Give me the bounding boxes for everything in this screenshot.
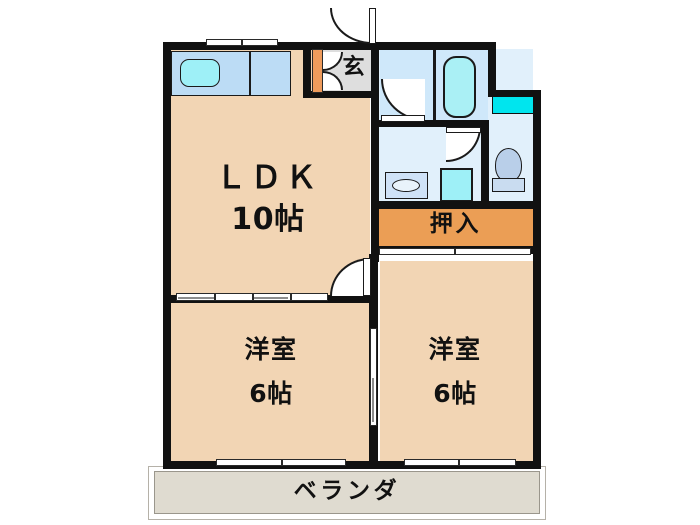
sliding-door-mullion-c [290, 293, 292, 301]
bathroom-door-leaf[interactable] [381, 115, 425, 122]
entry-door-leaf[interactable] [369, 8, 376, 44]
washing-machine-icon [440, 168, 473, 202]
bedroom-door-track [372, 378, 374, 422]
ldk-corridor-door-leaf[interactable] [363, 258, 371, 296]
closet-door-mullion [454, 248, 456, 255]
closet-fill [378, 206, 533, 248]
ldk-label: ＬＤＫ [215, 160, 321, 196]
window-bedroom-left-mullion [281, 459, 283, 466]
closet-label: 押入 [429, 211, 482, 237]
entrance-step [312, 49, 323, 93]
corridor-door-leaf[interactable] [446, 127, 481, 133]
wall-corridor-bottom [371, 201, 541, 209]
wall-toilet-top [488, 90, 540, 97]
bathtub-icon [443, 56, 476, 118]
veranda-label: ベランダ [293, 478, 401, 504]
kitchen-window-mullion [241, 39, 243, 46]
sink-icon [180, 59, 220, 87]
wall-bath-bottom [371, 120, 488, 127]
bedroom-right-label: 洋室 [428, 335, 482, 364]
bath-partition [433, 49, 436, 124]
kitchen-counter-divider [249, 51, 251, 96]
toilet-tank-icon [492, 178, 525, 192]
entrance-label: 玄 [342, 55, 366, 80]
bedroom-right-size-label: 6帖 [433, 379, 477, 408]
wall-toilet-left [481, 120, 489, 208]
washbasin-bowl-icon [392, 179, 420, 192]
veranda-area [154, 471, 540, 514]
bedroom-left-size-label: 6帖 [249, 379, 293, 408]
window-bedroom-right[interactable] [404, 459, 516, 466]
sliding-door-track-1 [178, 297, 214, 299]
wall-bottom-outer [163, 461, 541, 469]
sliding-door-mullion-b [252, 293, 254, 301]
ldk-size-label: 10帖 [231, 202, 305, 237]
sliding-door-between-bedrooms[interactable] [370, 328, 377, 426]
wall-right-outer [533, 90, 541, 468]
wall-genkan-bottom [303, 91, 378, 98]
sliding-door-mullion-a [214, 293, 216, 301]
wall-top-left [163, 42, 378, 50]
bedroom-left-label: 洋室 [244, 335, 298, 364]
utility-box-icon [492, 96, 538, 114]
wall-right-upper [488, 42, 496, 96]
room-bedroom-right-fill [380, 261, 533, 465]
wall-ldk-corridor [371, 42, 379, 262]
wall-genkan-left [303, 42, 311, 98]
wall-top-right [378, 42, 495, 50]
room-bedroom-left-fill [170, 302, 372, 465]
sliding-door-track-2 [252, 297, 288, 299]
toilet-icon [495, 148, 522, 182]
wall-left-outer [163, 42, 171, 468]
window-bedroom-right-mullion [458, 459, 460, 466]
